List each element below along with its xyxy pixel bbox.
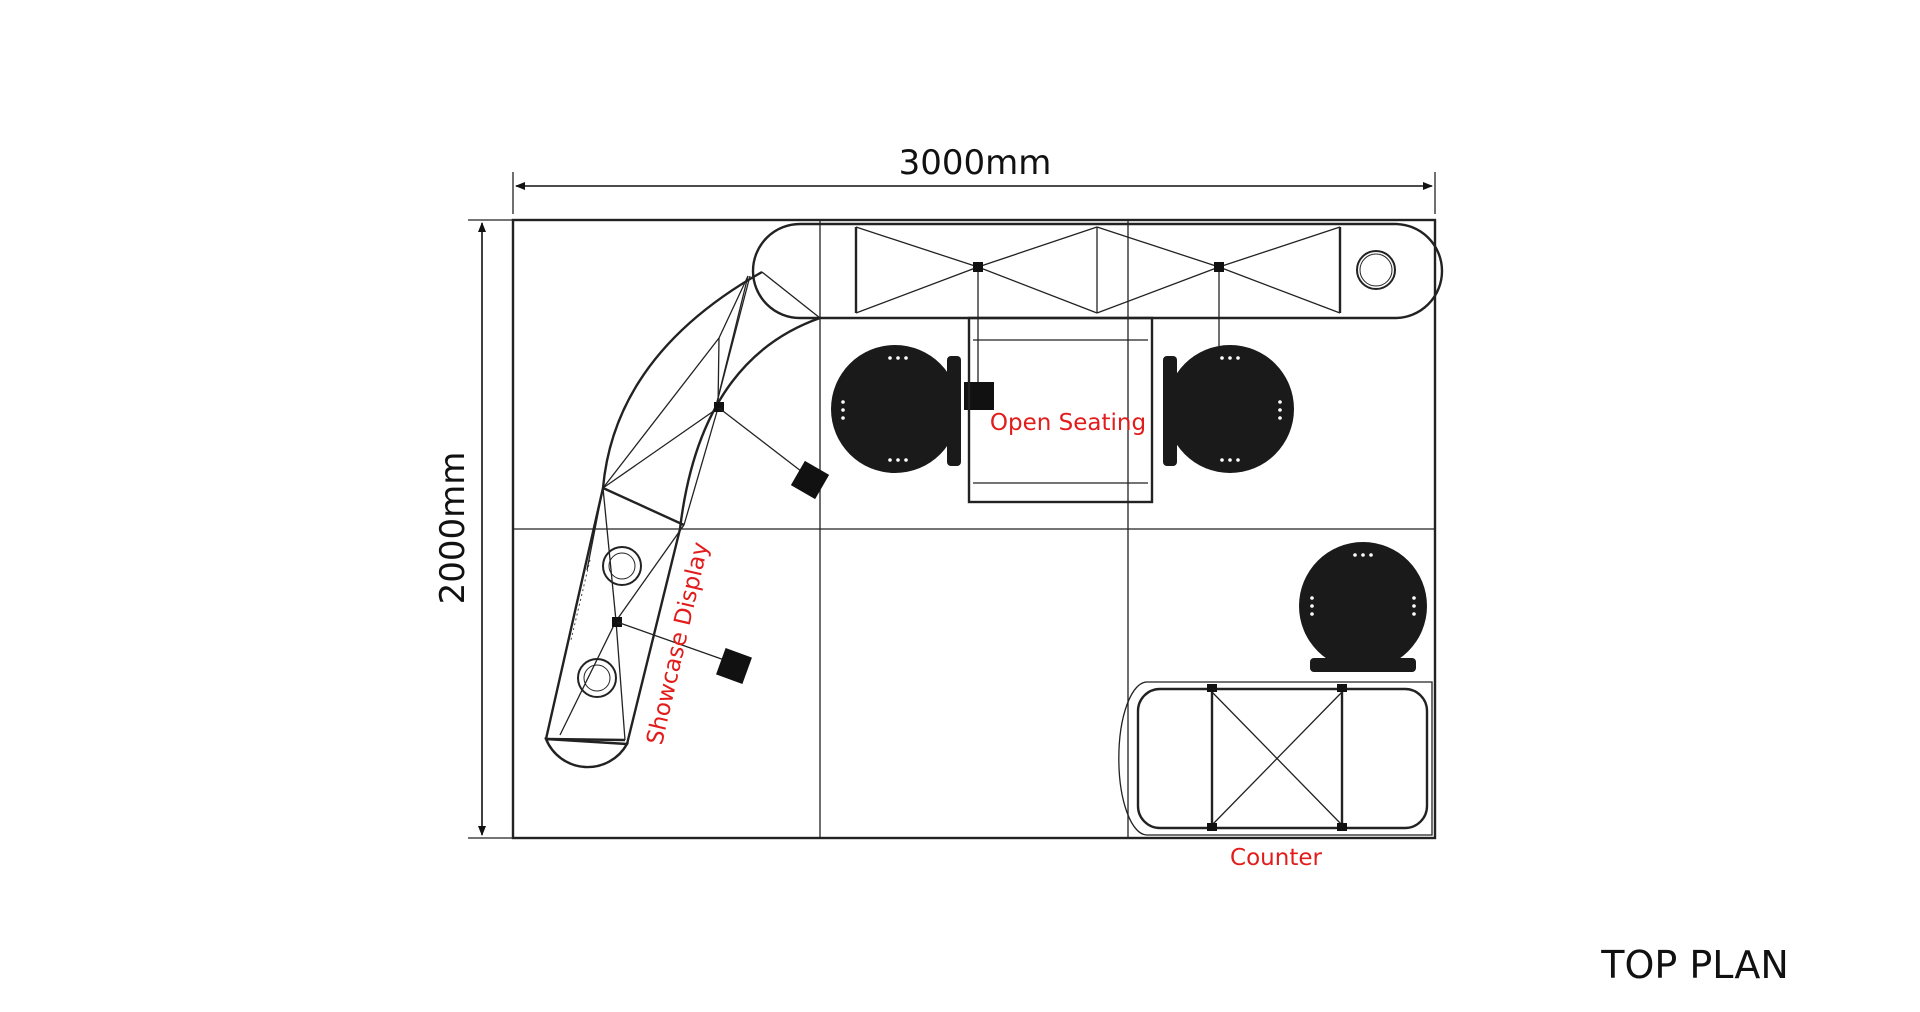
chair-icon-left	[831, 345, 961, 473]
width-dimension-label: 3000mm	[899, 143, 1052, 183]
open-seating-label: Open Seating	[990, 410, 1146, 436]
showcase-spot-icon-1	[602, 546, 642, 586]
showcase-spot-icon-2	[577, 658, 617, 698]
height-dimension-label: 2000mm	[433, 452, 473, 605]
wall-end-spot-icon	[1356, 250, 1396, 290]
spotlight-icon-2	[790, 460, 830, 500]
spotlight-icon-3	[716, 648, 752, 684]
booth-floor	[511, 218, 1437, 840]
counter-label: Counter	[1230, 845, 1322, 871]
plan-title: TOP PLAN	[1600, 943, 1789, 987]
counter: Counter	[1118, 681, 1433, 871]
height-dimension: 2000mm	[433, 219, 512, 839]
curved-display-wall	[544, 270, 821, 769]
top-display-wall	[751, 222, 1444, 388]
width-dimension: 3000mm	[512, 143, 1436, 214]
spotlights	[716, 382, 994, 684]
chair-icon-right	[1163, 345, 1294, 473]
coffee-table	[967, 316, 1154, 504]
open-seating-area: Open Seating	[831, 316, 1294, 504]
counter-stool-icon	[1299, 542, 1427, 672]
